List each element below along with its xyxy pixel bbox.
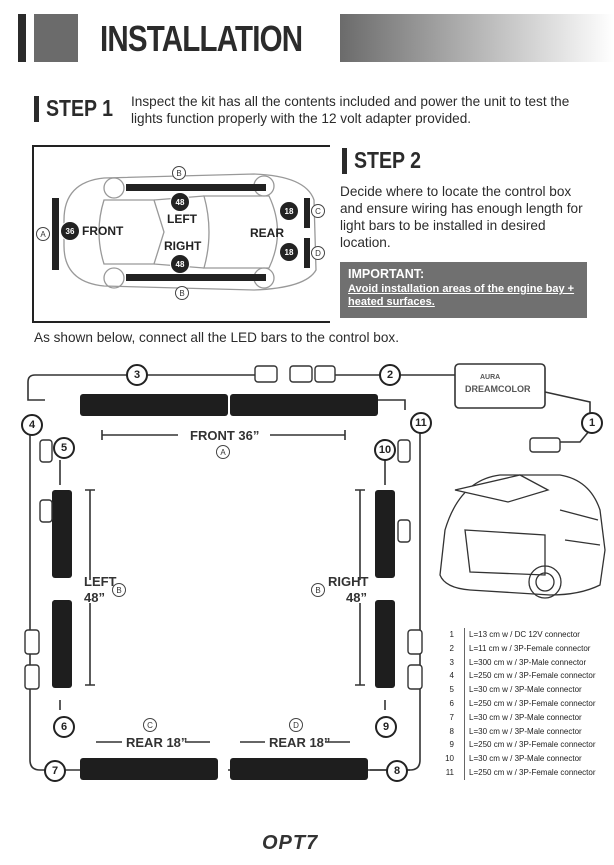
right-bar-label: RIGHT	[328, 574, 369, 589]
letter-a: A	[36, 227, 50, 241]
legend-num: 2	[449, 643, 454, 653]
legend-row: 11 L=250 cm w / 3P-Female connector	[440, 765, 596, 780]
connector-10-label: 10	[374, 439, 396, 461]
letter-b-top: B	[172, 166, 186, 180]
connector-2-label: 2	[379, 364, 401, 386]
legend-num: 6	[449, 698, 454, 708]
zone-right: RIGHT	[164, 239, 202, 253]
legend-num: 7	[449, 712, 454, 722]
legend-text: L=30 cm w / 3P-Male connector	[464, 724, 582, 739]
legend-text: L=250 cm w / 3P-Female connector	[464, 696, 596, 711]
legend-row: 8 L=30 cm w / 3P-Male connector	[440, 724, 596, 739]
step1-bar	[34, 96, 39, 122]
important-title: IMPORTANT:	[348, 267, 425, 281]
legend-num: 4	[449, 671, 454, 681]
connector-3-label: 3	[126, 364, 148, 386]
cable-legend: 1 L=13 cm w / DC 12V connector 2 L=11 cm w…	[440, 628, 596, 780]
step2-label: STEP 2	[354, 147, 422, 173]
step2-bar	[342, 148, 347, 174]
left-bar-label: LEFT	[84, 574, 117, 589]
step1-label: STEP 1	[46, 95, 114, 121]
connector-9-label: 9	[375, 716, 397, 738]
important-box	[340, 262, 587, 318]
car-diagram-frame	[32, 145, 330, 323]
zone-front: FRONT	[82, 224, 124, 238]
legend-text: L=30 cm w / 3P-Male connector	[464, 752, 582, 766]
legend-row: 7 L=30 cm w / 3P-Male connector	[440, 710, 596, 725]
legend-text: L=11 cm w / 3P-Female connector	[464, 641, 590, 656]
legend-text: L=13 cm w / DC 12V connector	[464, 628, 580, 642]
legend-row: 3 L=300 cm w / 3P-Male connector	[440, 655, 596, 670]
zone-left: LEFT	[167, 212, 197, 226]
size-badge-left: 48	[170, 192, 190, 212]
wiring-diagram	[24, 363, 606, 780]
brand-logo: OPT7	[262, 832, 319, 854]
car-topview	[52, 173, 317, 291]
connector-1-label: 1	[581, 412, 603, 434]
legend-num: 11	[445, 767, 454, 777]
wiring-letter-b-right: B	[311, 583, 325, 597]
important-text: Avoid installation areas of the engine b…	[348, 283, 575, 308]
legend-text: L=250 cm w / 3P-Female connector	[464, 765, 596, 780]
connector-4-label: 4	[21, 414, 43, 436]
legend-num: 10	[445, 754, 454, 764]
step1-text: Inspect the kit has all the contents inc…	[131, 94, 570, 126]
right-bar-size: 48”	[346, 590, 367, 605]
legend-text: L=30 cm w / 3P-Male connector	[464, 710, 582, 725]
legend-num: 3	[449, 657, 454, 667]
connector-5-label: 5	[53, 437, 75, 459]
legend-text: L=250 cm w / 3P-Female connector	[464, 669, 596, 684]
wiring-letter-d: D	[289, 718, 303, 732]
connector-8-label: 8	[386, 760, 408, 782]
header-grey-block	[34, 14, 78, 62]
zone-rear: REAR	[250, 226, 285, 240]
wiring-letter-a: A	[216, 445, 230, 459]
size-badge-front: 36	[60, 221, 80, 241]
legend-row: 2 L=11 cm w / 3P-Female connector	[440, 641, 596, 656]
rear-left-bar-label: REAR 18”	[126, 735, 188, 750]
left-bar-size: 48”	[84, 590, 105, 605]
connector-6-label: 6	[53, 716, 75, 738]
connector-11-label: 11	[410, 412, 432, 434]
letter-d: D	[311, 246, 325, 260]
legend-row: 10 L=30 cm w / 3P-Male connector	[440, 752, 596, 766]
header-mark	[18, 14, 26, 62]
legend-num: 5	[449, 685, 454, 695]
control-box-brand: AURA	[480, 374, 501, 381]
legend-num: 9	[449, 740, 454, 750]
step2-text: Decide where to locate the control box a…	[340, 184, 583, 250]
size-badge-rear-top: 18	[279, 201, 299, 221]
legend-num: 8	[449, 726, 454, 736]
letter-c: C	[311, 204, 325, 218]
wiring-letter-c: C	[143, 718, 157, 732]
legend-row: 9 L=250 cm w / 3P-Female connector	[440, 738, 596, 753]
legend-text: L=30 cm w / 3P-Male connector	[464, 683, 582, 697]
letter-b-bottom: B	[175, 286, 189, 300]
legend-row: 4 L=250 cm w / 3P-Female connector	[440, 669, 596, 684]
rear-right-bar-label: REAR 18”	[269, 735, 331, 750]
legend-text: L=250 cm w / 3P-Female connector	[464, 738, 596, 753]
header-gradient-bar	[340, 14, 614, 62]
front-bar-label: FRONT 36”	[190, 428, 260, 443]
legend-num: 1	[449, 630, 454, 639]
size-badge-rear-bottom: 18	[279, 242, 299, 262]
wiring-letter-b-left: B	[112, 583, 126, 597]
control-box-model: DREAMCOLOR	[465, 384, 531, 394]
page-title: INSTALLATION	[100, 18, 303, 59]
size-badge-right: 48	[170, 254, 190, 274]
legend-text: L=300 cm w / 3P-Male connector	[464, 655, 586, 670]
legend-row: 6 L=250 cm w / 3P-Female connector	[440, 696, 596, 711]
connector-7-label: 7	[44, 760, 66, 782]
legend-row: 5 L=30 cm w / 3P-Male connector	[440, 683, 596, 697]
intro-text: As shown below, connect all the LED bars…	[34, 330, 399, 345]
legend-row: 1 L=13 cm w / DC 12V connector	[440, 628, 596, 642]
